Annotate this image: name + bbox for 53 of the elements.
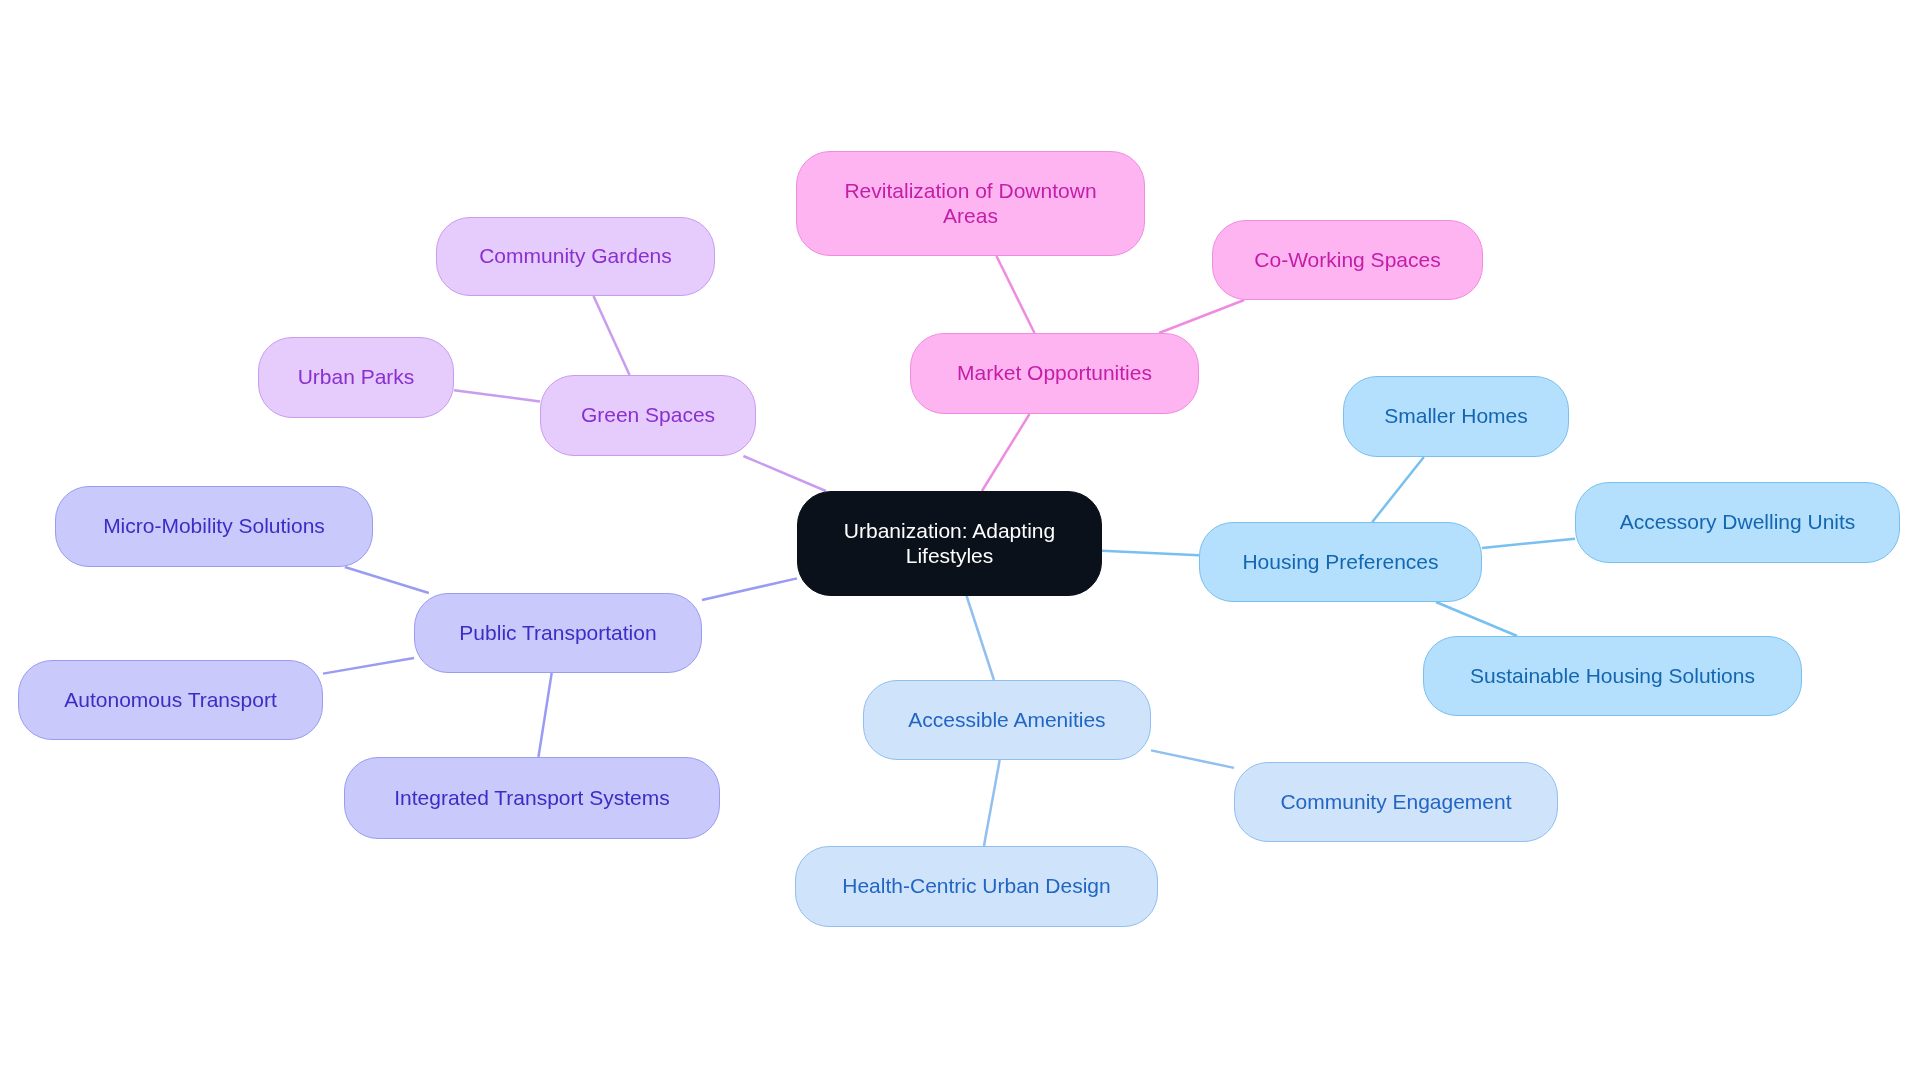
- topic-label: Community Engagement: [1280, 789, 1512, 815]
- connector-line: [1435, 600, 1518, 638]
- topic-node: [796, 151, 1145, 256]
- connector-line: [742, 454, 827, 493]
- topic-node: [1423, 636, 1802, 716]
- topic-node: [910, 333, 1199, 414]
- connector-line: [344, 565, 430, 595]
- topic-node: [863, 680, 1151, 760]
- topic-node: [436, 217, 715, 296]
- topic-label: Health-Centric Urban Design: [842, 874, 1111, 899]
- topic-label: Public Transportation: [459, 620, 657, 646]
- connector-line: [1158, 298, 1245, 335]
- topic-label: Market Opportunities: [957, 361, 1152, 386]
- topic-label: Micro-Mobility Solutions: [103, 514, 325, 539]
- connector-line: [1101, 549, 1200, 557]
- connector-line: [1150, 749, 1235, 770]
- topic-node: [1575, 482, 1900, 563]
- topic-label: Green Spaces: [580, 403, 716, 428]
- topic-label: Co-Working Spaces: [1254, 247, 1441, 273]
- topic-node: [258, 337, 454, 418]
- topic-label: Urbanization: Adapting Lifestyles: [842, 519, 1057, 568]
- topic-node: [540, 375, 756, 456]
- topic-label: Sustainable Housing Solutions: [1470, 663, 1755, 689]
- connector-line: [982, 759, 1001, 847]
- connector-line: [995, 255, 1036, 334]
- connector-line: [453, 389, 541, 403]
- topic-node: [795, 846, 1158, 927]
- connector-line: [980, 413, 1031, 492]
- topic-node: [1212, 220, 1483, 300]
- topic-label: Smaller Homes: [1384, 404, 1528, 429]
- topic-node: [55, 486, 373, 567]
- topic-label: Accessible Amenities: [908, 707, 1106, 733]
- connector-line: [322, 656, 415, 675]
- topic-label: Autonomous Transport: [64, 687, 277, 713]
- connector-line: [592, 295, 631, 376]
- topic-label: Urban Parks: [297, 365, 415, 390]
- connector-line: [1481, 537, 1576, 550]
- topic-label: Community Gardens: [479, 244, 672, 269]
- connector-line: [1371, 456, 1425, 523]
- topic-node: [18, 660, 323, 740]
- topic-node: [344, 757, 720, 839]
- topic-node: [1199, 522, 1482, 602]
- topic-node: [414, 593, 702, 673]
- topic-label: Revitalization of Downtown Areas: [843, 179, 1098, 228]
- connector-line: [537, 672, 553, 758]
- topic-label: Accessory Dwelling Units: [1619, 510, 1856, 535]
- connector-line: [965, 595, 996, 681]
- central-topic-node: [797, 491, 1102, 596]
- topic-label: Integrated Transport Systems: [394, 785, 670, 811]
- topic-node: [1343, 376, 1569, 457]
- topic-node: [1234, 762, 1558, 842]
- connector-line: [701, 577, 798, 602]
- topic-label: Housing Preferences: [1242, 549, 1439, 575]
